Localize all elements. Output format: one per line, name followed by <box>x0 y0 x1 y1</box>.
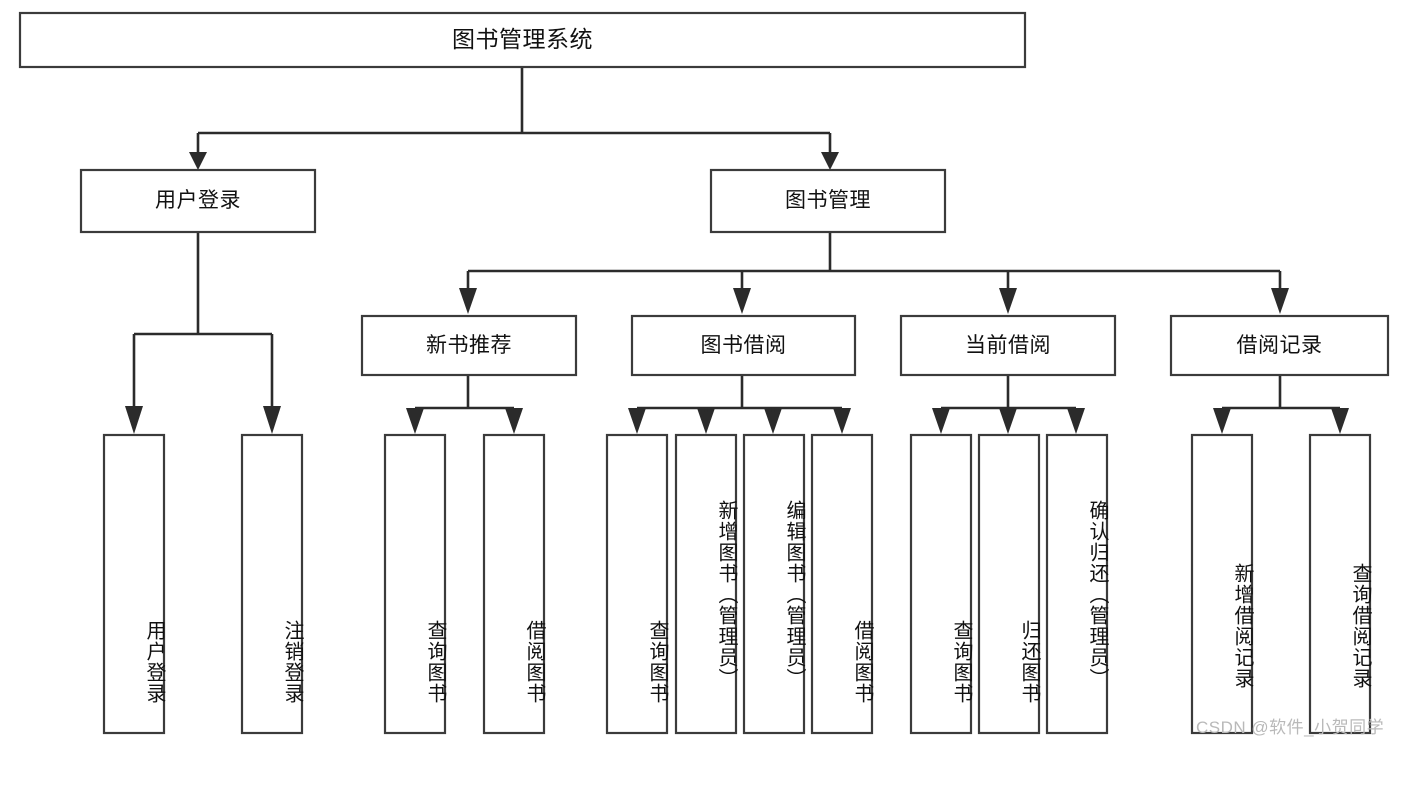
node-box-leaf-query-record[interactable] <box>1308 433 1372 735</box>
arrow-bm-to-new-book <box>459 288 477 314</box>
arrow-bb-to-leaf2 <box>697 408 715 434</box>
node-box-new-book-recommend[interactable] <box>360 314 578 377</box>
arrow-cb-to-leaf3 <box>1067 408 1085 434</box>
arrow-root-to-user-login <box>189 152 207 170</box>
node-box-current-borrow[interactable] <box>899 314 1117 377</box>
connector-group-current-borrow <box>932 375 1085 434</box>
arrow-bb-to-leaf1 <box>628 408 646 434</box>
arrow-root-to-book-management <box>821 152 839 170</box>
node-box-leaf-return-book[interactable] <box>977 433 1041 735</box>
node-box-leaf-user-logout[interactable] <box>240 433 304 735</box>
arrow-user-login-to-leaf1 <box>125 406 143 434</box>
arrow-nbr-to-leaf1 <box>406 408 424 434</box>
connector-group-borrow-record <box>1213 375 1349 434</box>
node-box-leaf-confirm-return[interactable] <box>1045 433 1109 735</box>
arrow-cb-to-leaf1 <box>932 408 950 434</box>
node-box-leaf-borrow-book-1[interactable] <box>482 433 546 735</box>
connector-group-book-borrow <box>628 375 851 434</box>
connector-group-new-book-recommend <box>406 375 523 434</box>
node-box-user-login[interactable] <box>79 168 317 234</box>
arrow-br-to-leaf1 <box>1213 408 1231 434</box>
arrow-bb-to-leaf3 <box>764 408 782 434</box>
arrow-bm-to-book-borrow <box>733 288 751 314</box>
node-box-root[interactable] <box>18 11 1027 69</box>
arrow-bm-to-borrow-record <box>1271 288 1289 314</box>
connector-group-user-login <box>125 232 281 434</box>
node-box-leaf-query-book-2[interactable] <box>605 433 669 735</box>
node-box-leaf-query-book-1[interactable] <box>383 433 447 735</box>
arrow-bm-to-current-borrow <box>999 288 1017 314</box>
node-box-leaf-add-record[interactable] <box>1190 433 1254 735</box>
connector-group-root <box>189 67 839 170</box>
arrow-nbr-to-leaf2 <box>505 408 523 434</box>
arrow-user-login-to-leaf2 <box>263 406 281 434</box>
node-box-leaf-add-book[interactable] <box>674 433 738 735</box>
node-box-leaf-borrow-book-2[interactable] <box>810 433 874 735</box>
arrow-cb-to-leaf2 <box>999 408 1017 434</box>
node-box-leaf-query-book-3[interactable] <box>909 433 973 735</box>
node-box-leaf-user-login[interactable] <box>102 433 166 735</box>
arrow-br-to-leaf2 <box>1331 408 1349 434</box>
arrow-bb-to-leaf4 <box>833 408 851 434</box>
node-box-book-borrow[interactable] <box>630 314 857 377</box>
node-box-leaf-edit-book[interactable] <box>742 433 806 735</box>
connector-group-book-management <box>459 232 1289 314</box>
diagram-graphics <box>18 11 1390 735</box>
node-box-book-management[interactable] <box>709 168 947 234</box>
node-box-borrow-record[interactable] <box>1169 314 1390 377</box>
diagram-canvas: 图书管理系统 用户登录 图书管理 新书推荐 图书借阅 当前借阅 借阅记录 用户登… <box>18 11 1390 737</box>
